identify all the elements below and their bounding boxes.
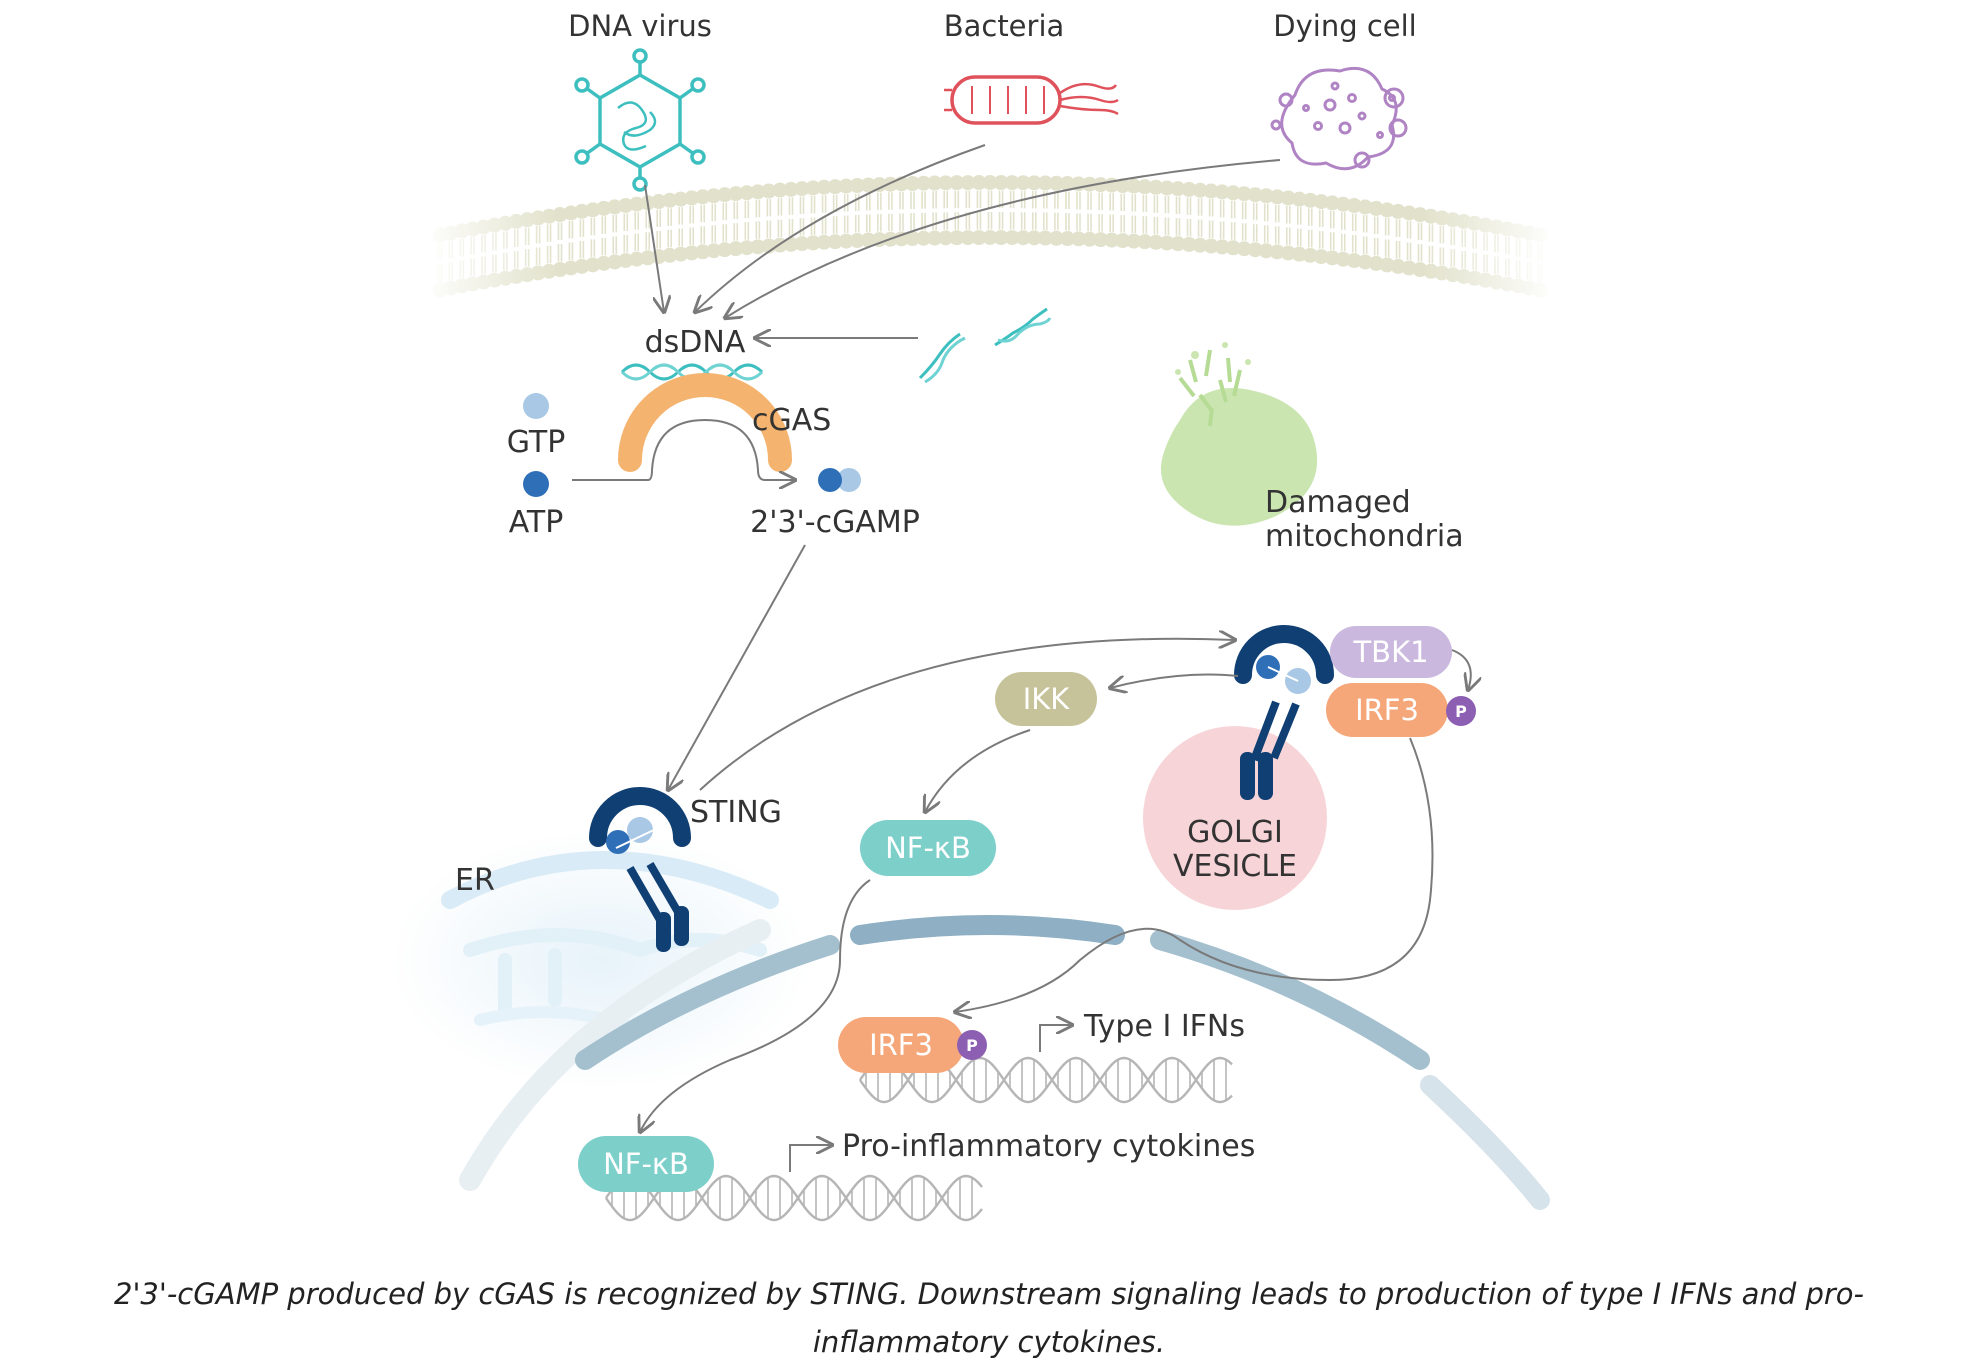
nfkb-label-cytoplasm: NF-κB	[885, 831, 971, 865]
ifn-transcription-arrow	[1039, 1025, 1072, 1052]
mitochondrial-dna-fragments	[918, 307, 1052, 384]
type1-ifns-label: Type I IFNs	[1083, 1009, 1245, 1044]
gtp-label: GTP	[507, 425, 566, 460]
cgas-enzyme	[618, 373, 792, 472]
damaged-mitochondria-icon	[1160, 342, 1318, 526]
nfkb-protein-nucleus	[578, 1136, 714, 1192]
phospho-group-nucleus	[957, 1030, 987, 1060]
gtp-molecule	[523, 393, 549, 419]
phospho-label-nucleus: P	[966, 1036, 978, 1055]
dna-virus-icon	[574, 48, 706, 192]
irf3-protein	[1326, 683, 1448, 737]
nfkb-label-nucleus: NF-κB	[603, 1147, 689, 1181]
figure-caption: 2'3'-cGAMP produced by cGAS is recognize…	[114, 1277, 1864, 1359]
dsdna-label: dsDNA	[645, 325, 746, 360]
ikk-label: IKK	[1023, 682, 1071, 716]
atp-label: ATP	[509, 505, 564, 540]
bacteria-label: Bacteria	[944, 9, 1065, 43]
tbk1-phosphorylation-arrow	[1451, 649, 1471, 690]
cgamp-label: 2'3'-cGAMP	[750, 505, 920, 540]
dying-cell-label: Dying cell	[1273, 9, 1416, 43]
sting-receptor-er	[589, 787, 691, 952]
cgas-sting-pathway-diagram: DNA virus Bacteria Dying cell	[390, 9, 1560, 1222]
dna-virus-label: DNA virus	[568, 9, 712, 43]
irf3-label: IRF3	[1355, 693, 1419, 727]
er-label: ER	[455, 863, 495, 898]
phospho-group	[1446, 696, 1476, 726]
damaged-mitochondria-label-1: Damaged	[1265, 485, 1411, 520]
nuclear-envelope	[459, 915, 1550, 1210]
cgas-reaction-arrow	[572, 418, 795, 480]
damaged-mitochondria-label-2: mitochondria	[1265, 519, 1464, 554]
cgamp-molecule	[818, 468, 861, 492]
irf3-nuclear-import-arrow	[955, 737, 1434, 1012]
irf3-label-nucleus: IRF3	[869, 1028, 933, 1062]
sting-receptor-golgi	[1234, 625, 1334, 800]
atp-molecule	[523, 471, 549, 497]
nfkb-nuclear-import-arrow	[640, 879, 871, 1132]
nfkb-protein-cytoplasm	[860, 820, 996, 876]
bacteria-icon	[944, 75, 1119, 125]
plasma-membrane	[420, 150, 1560, 320]
sting-translocation-arrow	[699, 639, 1235, 791]
golgi-label-1: GOLGI	[1187, 815, 1283, 850]
ikk-protein	[995, 672, 1097, 726]
sting-to-ikk-arrow	[1110, 673, 1239, 689]
cgamp-to-sting-arrow	[668, 544, 806, 790]
stimulus-arrows	[644, 144, 1281, 318]
cytokine-transcription-arrow	[789, 1145, 832, 1172]
ikk-to-nfkb-arrow	[925, 729, 1031, 812]
dying-cell-icon	[1270, 66, 1408, 171]
golgi-vesicle	[1143, 726, 1327, 910]
phospho-label: P	[1455, 702, 1467, 721]
tbk1-label: TBK1	[1352, 635, 1428, 669]
cgas-label: cGAS	[752, 403, 831, 438]
irf3-protein-nucleus	[838, 1017, 964, 1073]
sting-label: STING	[690, 795, 782, 830]
golgi-label-2: VESICLE	[1173, 849, 1297, 884]
tbk1-protein	[1330, 626, 1452, 678]
pro-inflammatory-label: Pro-inflammatory cytokines	[842, 1129, 1255, 1164]
